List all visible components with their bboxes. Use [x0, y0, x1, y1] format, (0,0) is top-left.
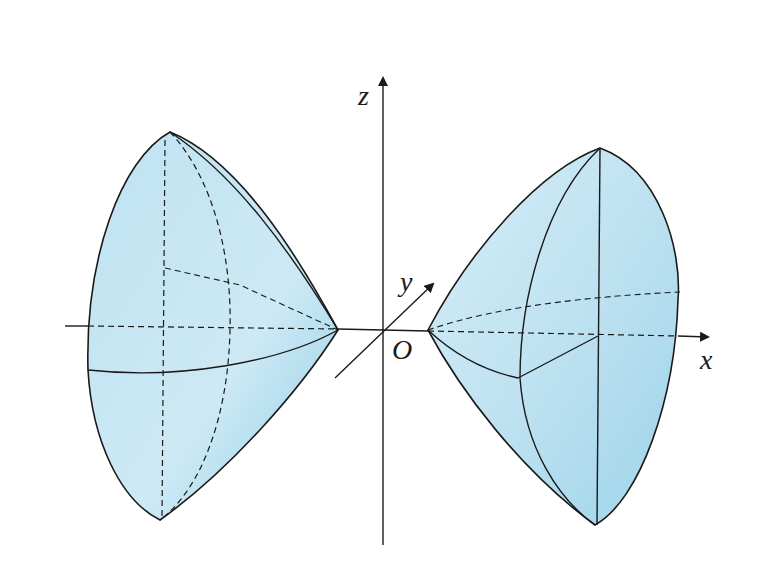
axis-label: y — [400, 268, 412, 296]
axis-label: O — [392, 336, 412, 364]
axis-label: z — [358, 82, 369, 110]
axis-label: x — [700, 346, 712, 374]
